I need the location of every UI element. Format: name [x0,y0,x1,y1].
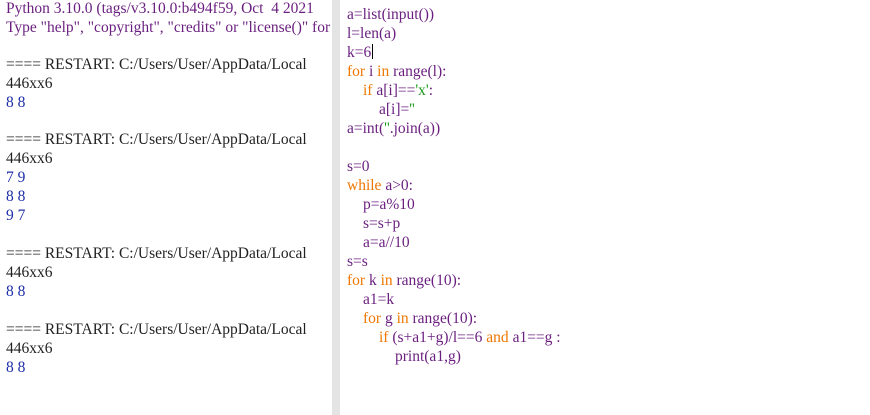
program-output: 8 8 [6,283,26,300]
code-line-2: l=len(a) [347,25,397,42]
code-line-10: while a>0: [347,177,413,194]
code-line-17: for g in range(10): [363,310,478,327]
code-line-15: for k in range(10): [347,272,462,289]
shell-banner-help: Type "help", "copyright", "credits" or "… [6,19,331,36]
shell-output-pane[interactable]: Python 3.10.0 (tags/v3.10.0:b494f59, Oct… [0,0,332,415]
code-line-13: a=a//10 [363,234,410,251]
code-line-3: k=6 [347,44,374,61]
restart-line: ==== RESTART: C:/Users/User/AppData/Loca… [6,321,307,338]
restart-line: ==== RESTART: C:/Users/User/AppData/Loca… [6,245,307,262]
code-line-19: print(a1,g) [395,348,461,365]
window-border-inner [340,0,342,415]
restart-line: ==== RESTART: C:/Users/User/AppData/Loca… [6,131,307,148]
code-editor-pane[interactable]: a=list(input()) l=len(a) k=6 for i in ra… [342,0,870,415]
window-border [332,0,342,415]
program-output: 8 8 [6,94,26,111]
program-output: 7 9 [6,169,26,186]
code-line-18: if (s+a1+g)/l==6 and a1==g : [379,329,561,346]
code-line-14: s=s [347,253,368,270]
code-line-5: if a[i]=='x': [363,82,433,99]
code-line-9: s=0 [347,158,370,175]
program-output: 9 7 [6,207,26,224]
code-line-11: p=a%10 [363,196,415,213]
program-output: 8 8 [6,359,26,376]
shell-banner-version: Python 3.10.0 (tags/v3.10.0:b494f59, Oct… [6,0,314,17]
user-input: 446xx6 [6,264,53,281]
restart-line: ==== RESTART: C:/Users/User/AppData/Loca… [6,56,307,73]
user-input: 446xx6 [6,150,53,167]
code-line-16: a1=k [363,291,395,308]
code-line-1: a=list(input()) [347,6,435,23]
code-line-4: for i in range(l): [347,63,447,80]
code-line-7: a=int(''.join(a)) [347,120,441,137]
code-line-6: a[i]='' [379,101,415,118]
user-input: 446xx6 [6,75,53,92]
program-output: 8 8 [6,188,26,205]
user-input: 446xx6 [6,340,53,357]
text-cursor [372,44,374,59]
code-line-12: s=s+p [363,215,401,232]
